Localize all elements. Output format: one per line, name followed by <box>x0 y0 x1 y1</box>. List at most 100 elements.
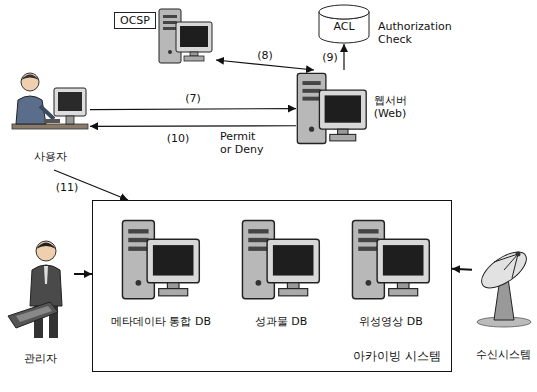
monitor-frame <box>377 239 429 282</box>
drive-bay <box>303 81 321 85</box>
drive-bay <box>128 247 148 251</box>
person-arm <box>40 106 54 119</box>
drive-bay <box>128 229 148 233</box>
monitor-screen <box>383 245 424 275</box>
monitor-frame <box>147 239 199 282</box>
note-label: Permit or Deny <box>218 130 270 156</box>
dish-feed <box>516 252 521 257</box>
monitor-frame <box>319 90 366 129</box>
database-server: 메타데이타 통합 DB <box>99 213 223 335</box>
receiving-system: 수신시스템 <box>472 226 534 372</box>
administrator-label: 관리자 <box>24 352 57 365</box>
power-button <box>366 280 372 286</box>
shirt <box>44 266 48 284</box>
power-button <box>136 280 142 286</box>
database-server: 위성영상 DB <box>339 213 443 335</box>
connector-arrow <box>343 44 344 70</box>
user-label: 사용자 <box>34 150 67 163</box>
monitor-screen <box>273 245 314 275</box>
drive-bay <box>163 21 177 24</box>
receiving-system-label: 수신시스템 <box>476 348 531 361</box>
database-server: 성과물 DB <box>231 213 331 335</box>
cylinder-top <box>319 5 369 19</box>
monitor-neck <box>397 283 409 289</box>
person-hair <box>21 75 39 81</box>
monitor-screen <box>153 245 194 275</box>
user-icon <box>10 66 90 144</box>
monitor-stand <box>66 116 74 124</box>
connector-arrow <box>216 60 314 70</box>
monitor-base <box>159 289 188 296</box>
power-button <box>309 127 314 132</box>
monitor-base <box>184 56 204 61</box>
person-head <box>36 241 56 261</box>
connector-arrow <box>452 269 472 270</box>
drive-bay <box>303 97 321 101</box>
database-server-label: 메타데이타 통합 DB <box>111 315 211 328</box>
monitor-frame <box>176 22 212 52</box>
connector-arrow <box>74 273 92 275</box>
monitor-frame <box>54 88 86 116</box>
laptop <box>8 302 58 328</box>
web-server: 웹서버 (Web) <box>296 70 416 152</box>
receiving-system-icon <box>472 236 534 336</box>
callout-number: (11) <box>54 181 81 194</box>
monitor-base <box>279 289 308 296</box>
monitor-neck <box>338 129 348 134</box>
drive-bay <box>303 89 321 93</box>
drive-bay <box>163 27 177 30</box>
drive-bay <box>358 229 378 233</box>
person-head <box>21 73 39 91</box>
monitor-frame <box>267 239 319 282</box>
laptop-keys <box>16 306 52 322</box>
database-server-icon <box>121 219 201 303</box>
drive-bay <box>248 229 268 233</box>
drive-bay <box>358 238 378 242</box>
drive-bay <box>248 238 268 242</box>
connector-arrow <box>90 125 296 127</box>
monitor-neck <box>287 283 299 289</box>
monitor-neck <box>190 52 198 56</box>
monitor-base <box>330 134 356 141</box>
person-body <box>30 265 62 306</box>
power-button <box>256 280 262 286</box>
archiving-system: 아카이빙 시스템 메타데이타 통합 DB 성과물 DB 위성영상 DB <box>92 200 452 372</box>
callout-number: (8) <box>255 49 275 62</box>
database-server-icon <box>241 219 321 303</box>
drive-bay <box>163 15 177 18</box>
acl-store: ACL <box>318 4 370 44</box>
dish-reflector <box>476 245 532 294</box>
monitor-neck <box>167 283 179 289</box>
note-label: Authorization Check <box>376 20 460 46</box>
database-server-icon <box>351 219 431 303</box>
callout-number: (9) <box>320 51 340 64</box>
monitor-base <box>389 289 418 296</box>
acl-store-label: ACL <box>333 20 354 33</box>
connector-arrow <box>54 170 128 200</box>
person-hair <box>36 243 56 250</box>
ocsp-server: OCSP <box>112 6 216 66</box>
archiving-system-label: 아카이빙 시스템 <box>353 350 441 363</box>
drive-bay <box>358 247 378 251</box>
monitor-screen <box>58 92 82 111</box>
administrator-icon <box>6 236 74 344</box>
keyboard <box>44 119 60 123</box>
user: 사용자 <box>10 66 90 170</box>
desk <box>12 124 88 129</box>
monitor-screen <box>325 95 361 122</box>
dish-feed-arms <box>494 254 518 278</box>
drive-bay <box>248 247 268 251</box>
database-server-label: 성과물 DB <box>255 315 308 328</box>
callout-number: (7) <box>183 92 203 105</box>
ocsp-server-label: OCSP <box>114 12 156 29</box>
database-server-label: 위성영상 DB <box>359 315 423 328</box>
web-server-label: 웹서버 (Web) <box>366 94 414 120</box>
drive-bay <box>128 238 148 242</box>
power-button <box>168 50 172 54</box>
administrator: 관리자 <box>6 232 74 372</box>
ocsp-server-icon <box>158 8 214 65</box>
connector-arrow <box>90 109 296 110</box>
monitor-screen <box>180 26 208 47</box>
web-server-icon <box>296 72 368 147</box>
